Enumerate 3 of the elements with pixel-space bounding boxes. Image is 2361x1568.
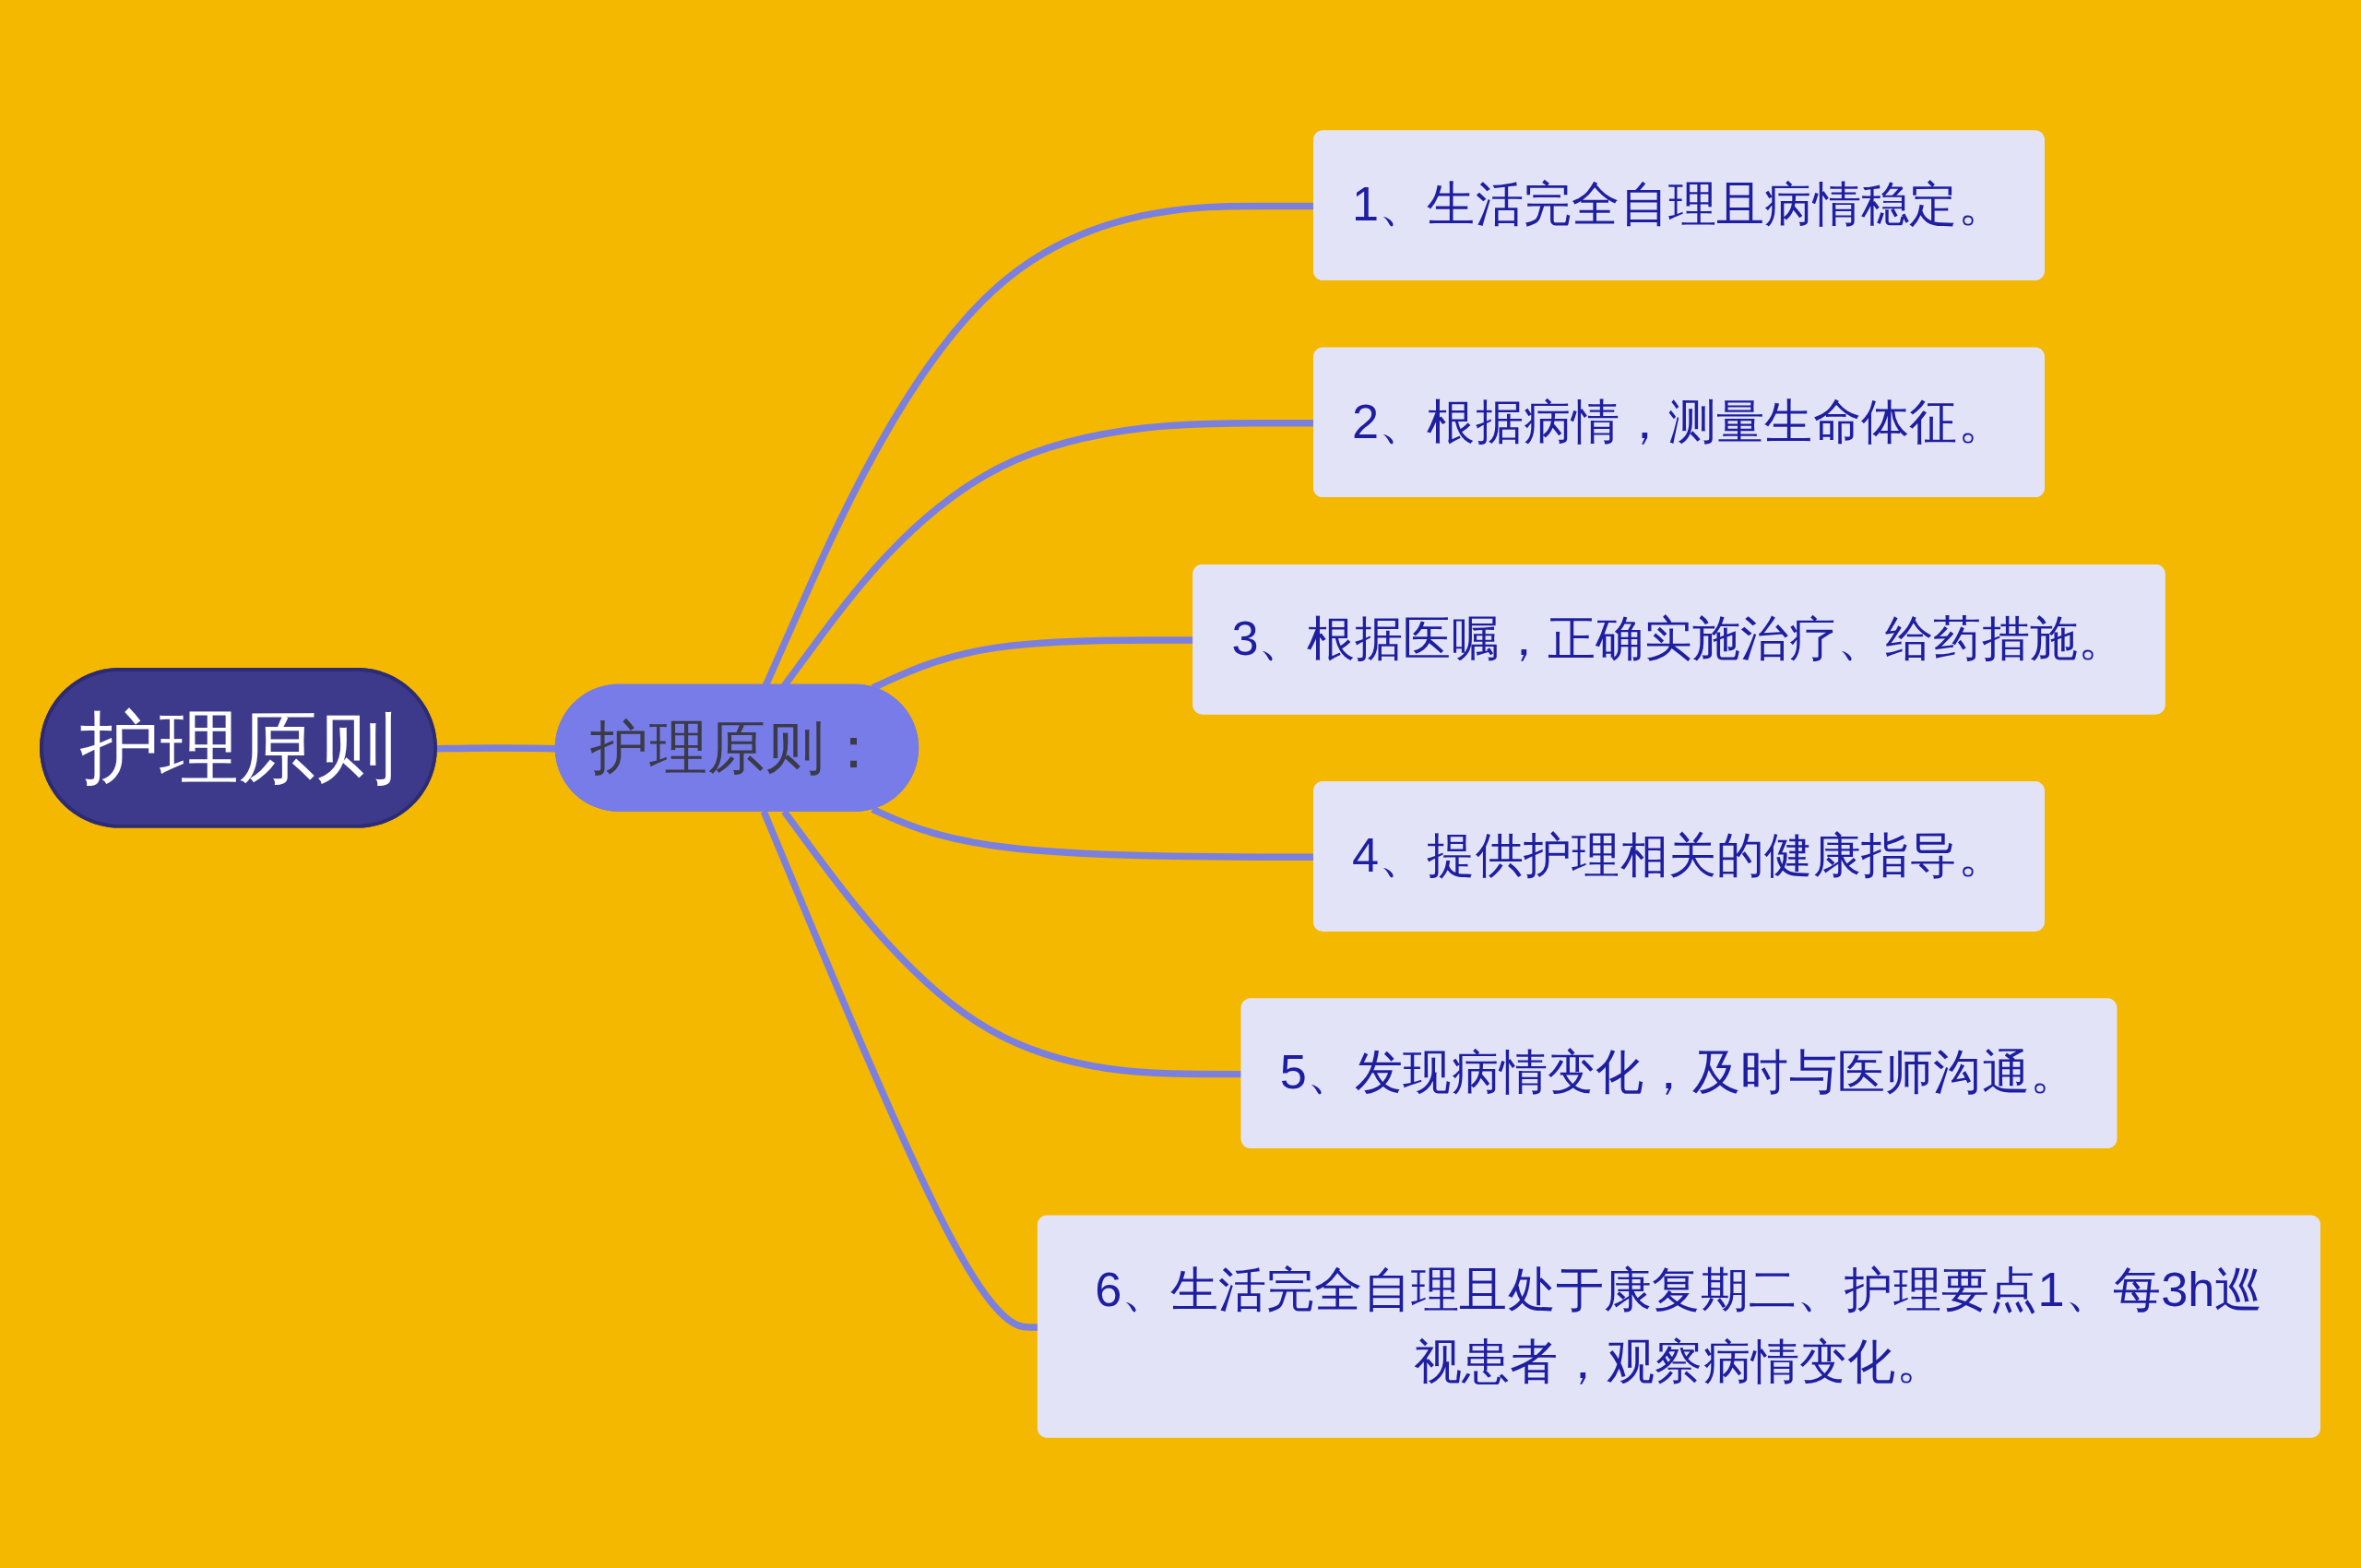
- connector: [871, 806, 1315, 861]
- connector: [435, 744, 557, 753]
- connector: [871, 636, 1195, 692]
